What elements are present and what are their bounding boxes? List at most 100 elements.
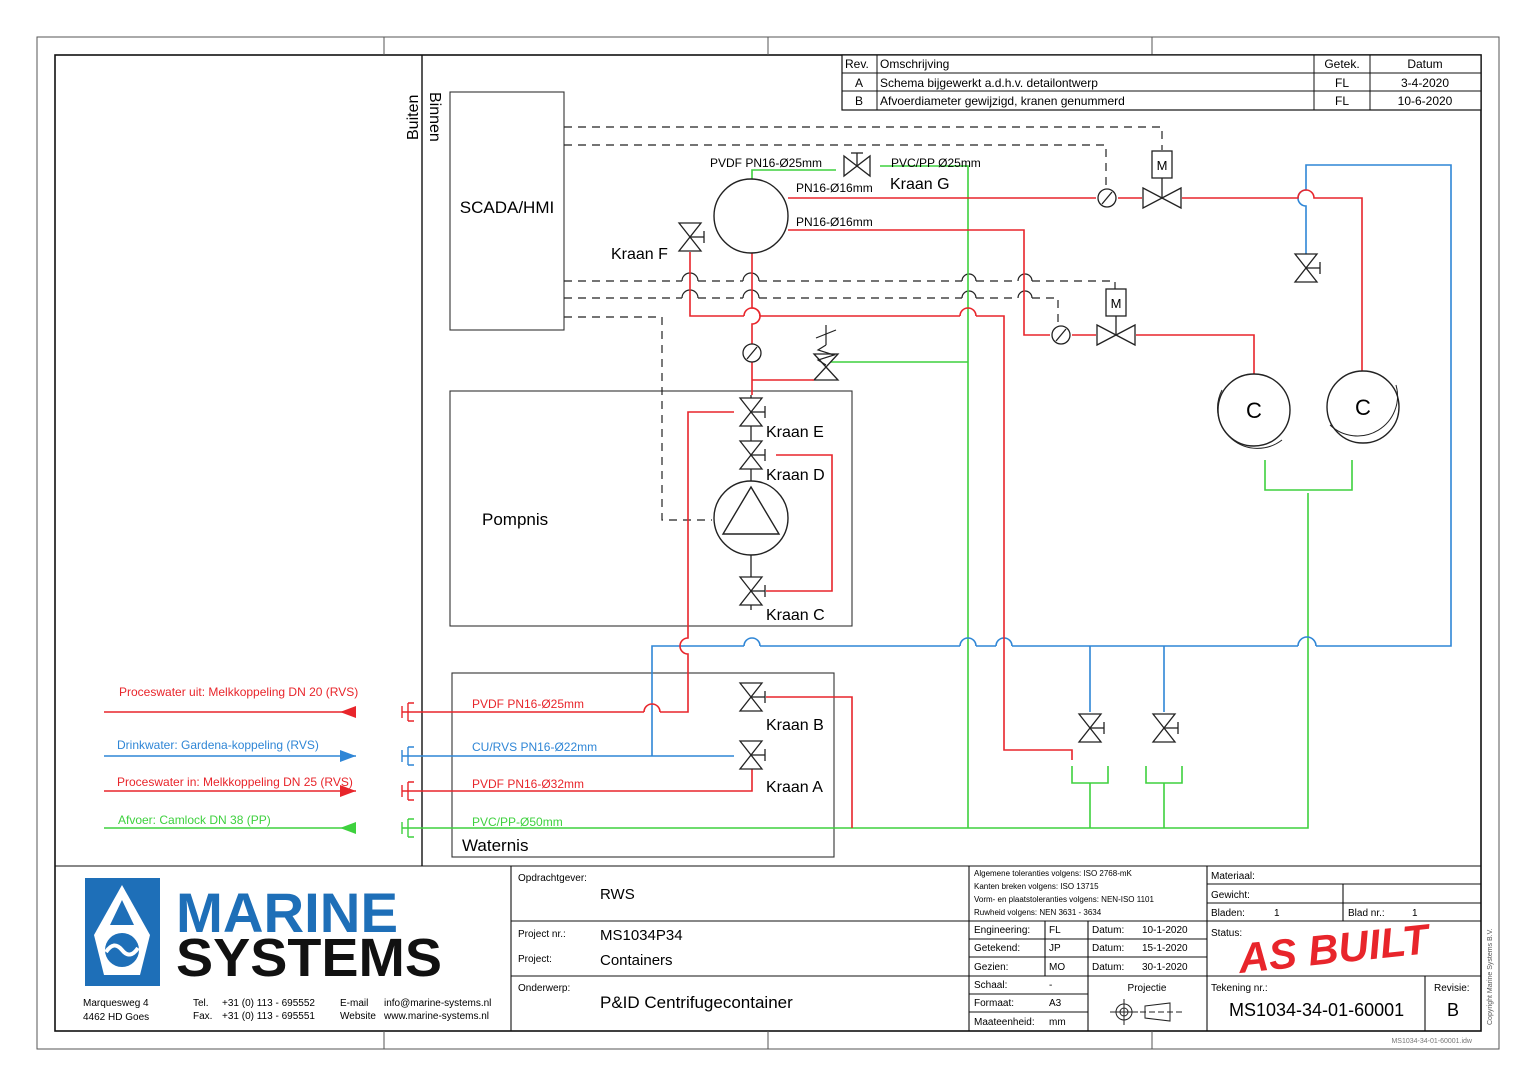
drinking-arrow [340, 750, 356, 762]
rev-b-by: FL [1335, 94, 1349, 108]
drawn-label: Getekend: [974, 943, 1020, 954]
date-eng-label: Datum: [1092, 925, 1124, 936]
client-label: Opdrachtgever: [518, 873, 587, 884]
rev-a-desc: Schema bijgewerkt a.d.h.v. detailontwerp [880, 76, 1098, 90]
format-value: A3 [1049, 998, 1062, 1009]
motor-valve-mid[interactable]: M [1096, 288, 1136, 347]
pressure-gauge-main [742, 343, 762, 363]
motor-valve-top[interactable]: M [1142, 150, 1182, 210]
red-crossovers [643, 307, 977, 713]
date-seen-label: Datum: [1092, 962, 1124, 973]
fax-value: +31 (0) 113 - 695551 [222, 1011, 315, 1022]
drain-coupling [401, 818, 414, 838]
water-niche-label: Waternis [462, 836, 528, 855]
valve-d-label: Kraan D [766, 467, 825, 484]
pipe-pvc-50: PVC/PP-Ø50mm [472, 815, 563, 829]
motor-label-mid: M [1111, 296, 1122, 311]
valve-f[interactable] [678, 222, 705, 252]
process-out-label: Proceswater uit: Melkkoppeling DN 20 (RV… [119, 685, 358, 699]
subject-value: P&ID Centrifugecontainer [600, 993, 793, 1012]
company-city: 4462 HD Goes [83, 1012, 149, 1023]
pump-niche-box [449, 390, 853, 627]
valve-c[interactable] [739, 576, 766, 606]
pipe-pvdf-25: PVDF PN16-Ø25mm [472, 697, 584, 711]
title-block [55, 865, 1481, 1031]
flow-meter-top [1097, 188, 1117, 208]
drawn-value: JP [1049, 943, 1061, 954]
sheets-label: Bladen: [1211, 908, 1245, 919]
valve-a[interactable] [739, 740, 766, 770]
valve-d[interactable] [739, 440, 766, 470]
valve-a-label: Kraan A [766, 779, 823, 796]
valve-drain-1[interactable] [1078, 713, 1105, 743]
pump-niche-label: Pompnis [482, 510, 548, 529]
drinking-label: Drinkwater: Gardena-koppeling (RVS) [117, 738, 319, 752]
centrifuge-1: C [1217, 373, 1291, 449]
web-value: www.marine-systems.nl [383, 1011, 489, 1022]
date-drawn-label: Datum: [1092, 943, 1124, 954]
pipe-pvc-25-top: PVC/PP Ø25mm [891, 156, 981, 170]
status-stamp: AS BUILT [1235, 915, 1434, 982]
tolerance-1: Algemene toleranties volgens: ISO 2768-m… [974, 869, 1133, 878]
drinking-coupling [401, 746, 414, 766]
web-label: Website [340, 1011, 376, 1022]
rev-a-date: 3-4-2020 [1401, 76, 1449, 90]
water-niche-box [451, 672, 835, 858]
zone-inside-label: Binnen [426, 92, 443, 142]
rev-b-desc: Afvoerdiameter gewijzigd, kranen genumme… [880, 94, 1125, 108]
buffer-vessel [713, 178, 789, 254]
seen-label: Gezien: [974, 962, 1008, 973]
centrifuge-1-label: C [1246, 398, 1262, 423]
date-drawn-value: 15-1-2020 [1142, 943, 1188, 954]
drawing-nr-label: Tekening nr.: [1211, 983, 1268, 994]
motor-label-top: M [1157, 158, 1168, 173]
email-label: E-mail [340, 998, 368, 1009]
revision-table: Rev. Omschrijving Getek. Datum A Schema … [841, 54, 1482, 111]
revision-value: B [1447, 1000, 1459, 1020]
signal-lines [564, 126, 1163, 521]
rev-a-by: FL [1335, 76, 1349, 90]
project-nr-label: Project nr.: [518, 929, 566, 940]
fax-label: Fax. [193, 1011, 212, 1022]
material-label: Materiaal: [1211, 871, 1255, 882]
sheet-nr-label: Blad nr.: [1348, 908, 1385, 919]
process-couplings [401, 702, 414, 801]
copyright: Copyright Marine Systems B.V. [1487, 928, 1494, 1025]
rev-b: B [855, 94, 863, 108]
valve-b-label: Kraan B [766, 717, 824, 734]
drawing-nr-value: MS1034-34-01-60001 [1229, 1000, 1404, 1020]
sheets-value: 1 [1274, 908, 1280, 919]
pipe-pvdf-25-top: PVDF PN16-Ø25mm [710, 156, 822, 170]
desc-header: Omschrijving [880, 57, 949, 71]
valve-centrifuge-feed[interactable] [1294, 253, 1321, 283]
valve-b[interactable] [739, 682, 766, 712]
valve-f-label: Kraan F [611, 246, 668, 263]
drinking-water-lines [104, 164, 1452, 757]
seen-value: MO [1049, 962, 1065, 973]
sheet-nr-value: 1 [1412, 908, 1418, 919]
scale-label: Schaal: [974, 980, 1007, 991]
date-header: Datum [1407, 57, 1442, 71]
date-eng-value: 10-1-2020 [1142, 925, 1188, 936]
tel-value: +31 (0) 113 - 695552 [222, 998, 315, 1009]
by-header: Getek. [1324, 57, 1359, 71]
centrifuge-2: C [1326, 370, 1400, 444]
project-label: Project: [518, 954, 552, 965]
project-value: Containers [600, 952, 673, 969]
tolerance-4: Ruwheid volgens: NEN 3631 - 3634 [974, 908, 1102, 917]
valve-g[interactable] [843, 152, 871, 178]
pipe-cu-22: CU/RVS PN16-Ø22mm [472, 740, 597, 754]
logo-text-systems: SYSTEMS [176, 928, 442, 988]
company-street: Marquesweg 4 [83, 998, 149, 1009]
scada-hmi-box [449, 91, 565, 331]
engineering-label: Engineering: [974, 925, 1030, 936]
scada-hmi-label: SCADA/HMI [460, 198, 554, 217]
centrifugal-pump [713, 395, 789, 610]
zone-outside-label: Buiten [405, 95, 422, 140]
process-in-label: Proceswater in: Melkkoppeling DN 25 (RVS… [117, 775, 353, 789]
status-label: Status: [1211, 928, 1242, 939]
drain-arrow [340, 822, 356, 834]
valve-drain-2[interactable] [1152, 713, 1179, 743]
relief-valve[interactable] [752, 325, 840, 381]
valve-e[interactable] [739, 397, 766, 427]
